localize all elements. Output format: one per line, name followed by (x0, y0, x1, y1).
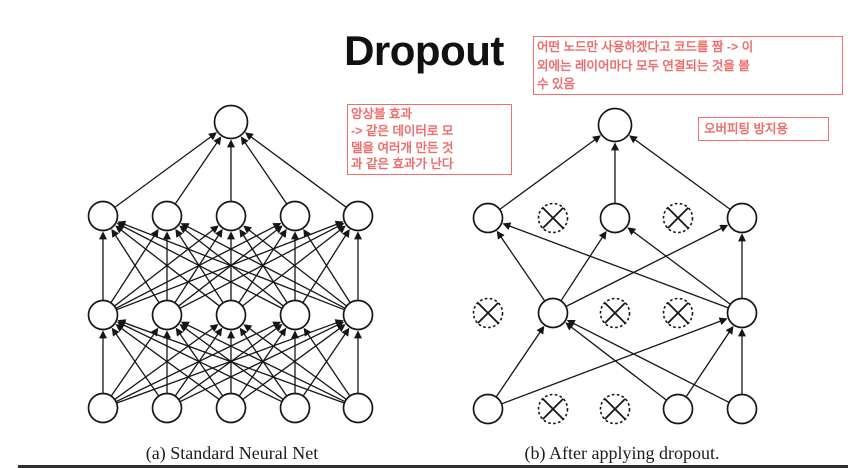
neuron-node (215, 392, 247, 424)
annotation-line: 과 같은 효과가 난다 (351, 157, 454, 172)
neuron-node (215, 200, 247, 232)
dropped-x-mark (477, 302, 499, 324)
edge-line (110, 327, 159, 397)
annotation-line: -> 같은 데이터로 모 (351, 123, 454, 138)
edge-line (566, 224, 729, 307)
edge-line (240, 136, 288, 204)
page-title: Dropout (344, 27, 504, 74)
caption-after-dropout: (b) After applying dropout. (524, 443, 720, 463)
edge-line (565, 322, 667, 401)
edge-line (114, 324, 219, 400)
edge-line (495, 325, 545, 397)
neuron-node (87, 299, 119, 331)
neuron-node (151, 200, 183, 232)
neuron-node (87, 392, 119, 424)
dropped-x-mark (542, 398, 564, 420)
neuron-node (726, 297, 758, 329)
annotation-line: 앙상블 효과 (351, 107, 412, 121)
edge-line (117, 319, 345, 404)
edge-line (244, 132, 347, 208)
annotation-line: 어떤 노드만 사용하겠다고 코드를 짬 -> 이 (537, 40, 754, 54)
edge-line (560, 230, 607, 301)
annotation-line: 오버피팅 방지용 (704, 122, 788, 136)
annotation-line: 델을 여러개 만든 것 (351, 140, 454, 155)
neuron-node (342, 200, 374, 232)
edge-line (116, 223, 282, 309)
edge-line (502, 222, 729, 309)
neuron-node (537, 297, 569, 329)
edge-line (174, 228, 223, 303)
annotation-line: 외에는 레이어마다 모두 연결되는 것을 볼 (537, 58, 750, 73)
neuron-node (342, 392, 374, 424)
neuron-node (279, 299, 311, 331)
edge-line (114, 132, 217, 208)
neuron-node (151, 392, 183, 424)
neuron-node (279, 392, 311, 424)
edge-line (110, 228, 159, 303)
edge-line (501, 317, 728, 405)
edge-line (180, 321, 345, 403)
edge-line (178, 225, 283, 307)
edge-line (174, 136, 222, 204)
edge-line (117, 220, 345, 311)
edge-line (685, 325, 734, 397)
neuron-node (599, 202, 631, 234)
edge-line (180, 223, 345, 309)
edge-line (115, 324, 220, 400)
edge-line (243, 225, 347, 307)
annotation-ensemble-note: 앙상블 효과 -> 같은 데이터로 모 델을 여러개 만든 것 과 같은 효과가… (347, 104, 512, 175)
neuron-node (342, 299, 374, 331)
bottom-edge-bar (18, 465, 848, 468)
edge-line (242, 324, 346, 400)
neuron-node (472, 393, 504, 425)
neuron-node (726, 393, 758, 425)
dropped-x-mark (604, 398, 626, 420)
annotation-line: 수 있음 (537, 77, 575, 91)
edge-line (180, 321, 345, 403)
edge-line (303, 327, 351, 396)
edge-line (111, 228, 160, 303)
neuron-node (151, 299, 183, 331)
neuron-node (597, 107, 633, 143)
edge-line (627, 227, 731, 305)
neuron-node (215, 299, 247, 331)
edge-line (174, 327, 223, 397)
edge-line (116, 321, 282, 403)
edge-line (499, 135, 601, 210)
neuron-node (279, 200, 311, 232)
neuron-node (87, 200, 119, 232)
edge-line (178, 324, 283, 400)
neuron-node (662, 393, 694, 425)
edge-line (496, 230, 546, 301)
edge-line (243, 324, 347, 400)
caption-standard-net: (a) Standard Neural Net (145, 443, 319, 463)
edge-line (180, 223, 345, 309)
edge-line (115, 225, 220, 307)
dropped-x-mark (542, 207, 564, 229)
dropped-x-mark (667, 207, 689, 229)
neuron-node (726, 202, 758, 234)
edge-line (111, 327, 160, 397)
dropped-x-mark (604, 302, 626, 324)
edge-line (303, 228, 351, 303)
edge-line (242, 225, 346, 307)
neuron-node (213, 104, 249, 140)
edge-line (629, 135, 731, 210)
edge-line (114, 225, 219, 307)
dropped-x-mark (667, 302, 689, 324)
neuron-node (472, 202, 504, 234)
annotation-overfitting-note: 오버피팅 방지용 (698, 117, 829, 141)
annotation-code-note: 어떤 노드만 사용하겠다고 코드를 짬 -> 이 외에는 레이어마다 모두 연결… (533, 36, 843, 95)
edge-line (566, 319, 729, 403)
